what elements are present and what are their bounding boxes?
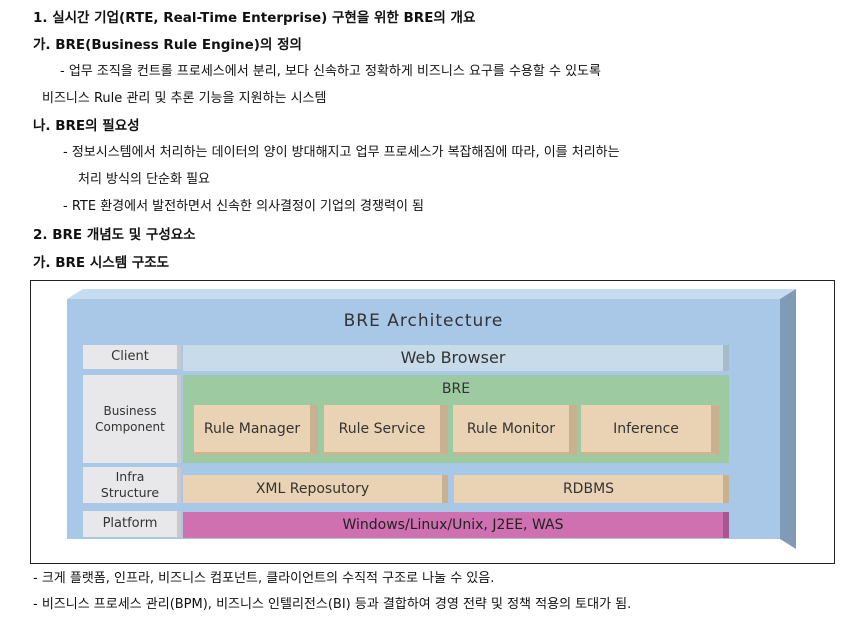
necessity-text-2: 처리 방식의 단순화 필요 — [78, 172, 210, 187]
section-2-heading: 2. BRE 개념도 및 구성요소 — [33, 227, 196, 243]
definition-text-2: 비즈니스 Rule 관리 및 추론 기능을 지원하는 시스템 — [42, 91, 327, 106]
diagram-top-face — [67, 289, 796, 299]
section-1a-heading: 가. BRE(Business Rule Engine)의 정의 — [33, 37, 302, 53]
section-1b-heading: 나. BRE의 필요성 — [33, 118, 140, 134]
platform-layer: Windows/Linux/Unix, J2EE, WAS — [183, 512, 729, 538]
label-platform: Platform — [83, 511, 181, 537]
web-browser-layer: Web Browser — [183, 345, 729, 371]
rule-monitor-box: Rule Monitor — [453, 405, 577, 455]
section-2a-heading: 가. BRE 시스템 구조도 — [33, 255, 170, 271]
label-infra-structure: Infra Structure — [83, 467, 181, 503]
rule-manager-box: Rule Manager — [194, 405, 318, 455]
diagram-title: BRE Architecture — [343, 311, 504, 331]
inference-box: Inference — [581, 405, 719, 455]
bre-label: BRE — [441, 381, 471, 397]
rule-service-box: Rule Service — [324, 405, 448, 455]
diagram-side-face — [780, 289, 796, 549]
rdbms-box: RDBMS — [454, 475, 729, 503]
footnote-2: - 비즈니스 프로세스 관리(BPM), 비즈니스 인텔리전스(BI) 등과 결… — [33, 597, 632, 612]
label-business-component: Business Component — [83, 375, 181, 463]
xml-repository-box: XML Reposutory — [183, 475, 448, 503]
definition-text-1: - 업무 조직을 컨트롤 프로세스에서 분리, 보다 신속하고 정확하게 비즈니… — [60, 64, 601, 79]
label-client: Client — [83, 345, 181, 369]
section-1-heading: 1. 실시간 기업(RTE, Real-Time Enterprise) 구현을… — [33, 10, 476, 26]
necessity-text-1: - 정보시스템에서 처리하는 데이터의 양이 방대해지고 업무 프로세스가 복잡… — [63, 145, 620, 160]
necessity-text-3: - RTE 환경에서 발전하면서 신속한 의사결정이 기업의 경쟁력이 됨 — [63, 199, 424, 214]
bre-architecture-diagram: BRE Architecture Client Business Compone… — [30, 280, 835, 564]
footnote-1: - 크게 플랫폼, 인프라, 비즈니스 컴포넌트, 클라이언트의 수직적 구조로… — [33, 571, 495, 586]
